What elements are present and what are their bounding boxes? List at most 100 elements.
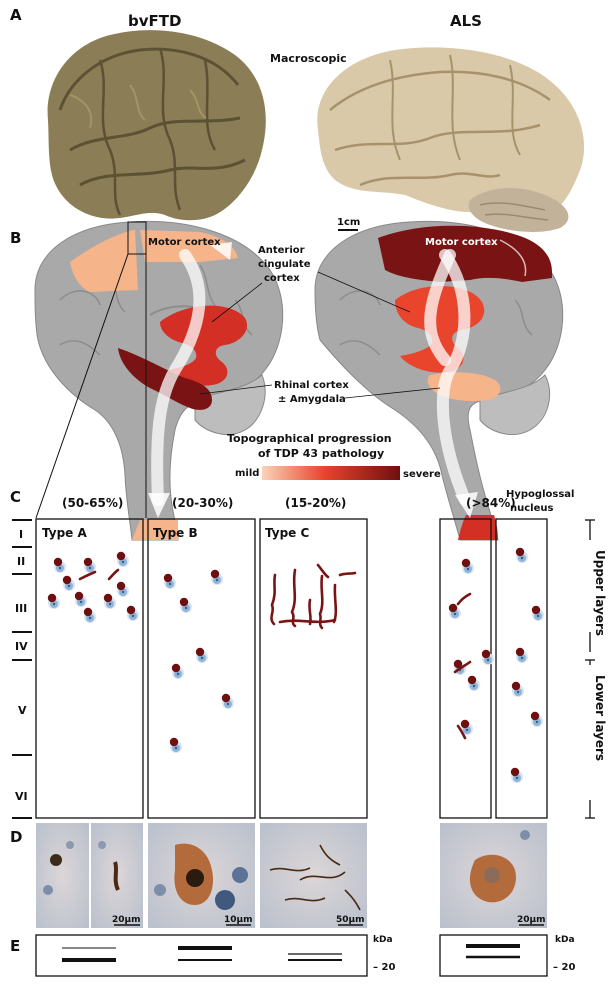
hypoglossal-label-1: Hypoglossal <box>506 489 574 500</box>
neuron-cell <box>195 647 208 663</box>
micrograph-type-a-2 <box>91 823 143 928</box>
motor-cortex-left-label: Motor cortex <box>148 237 221 248</box>
acc-label-3: cortex <box>264 273 300 284</box>
column-type-c <box>259 518 368 819</box>
pct-als: (>84%) <box>466 496 516 510</box>
layer-iv: IV <box>15 640 28 653</box>
layer-iii: III <box>15 602 27 615</box>
legend-title-2: of TDP 43 pathology <box>258 447 384 460</box>
kda-marker-2: – 20 <box>553 962 575 973</box>
lower-layers-label: Lower layers <box>593 675 607 761</box>
neuron-cell <box>169 737 182 753</box>
neurite-c8 <box>316 563 330 579</box>
neurite-c7 <box>338 571 357 577</box>
neurite-c3 <box>278 618 337 624</box>
layer-v: V <box>18 704 27 717</box>
neuron-cell <box>53 557 66 573</box>
title-bvftd: bvFTD <box>128 12 181 30</box>
kda-label-2: kDa <box>555 935 575 945</box>
acc-label-1: Anterior <box>258 245 305 256</box>
motor-cortex-right-label: Motor cortex <box>425 237 498 248</box>
pct-type-a: (50-65%) <box>62 496 123 510</box>
western-blot-box-als <box>439 934 548 977</box>
title-als: ALS <box>450 12 482 30</box>
panel-label-d: D <box>10 828 22 846</box>
neuron-cell <box>515 547 528 563</box>
neuron-cell <box>210 569 223 585</box>
neuron-cell <box>448 603 461 619</box>
neuron-cell <box>221 693 234 709</box>
right-arrow-head <box>455 492 478 518</box>
scale-d-2: 10µm <box>224 915 253 925</box>
neurite-c6 <box>332 583 338 624</box>
neuron-cell <box>47 593 60 609</box>
legend-severe: severe <box>403 469 441 480</box>
micrograph-als <box>440 823 547 928</box>
neuron-cell <box>460 719 473 735</box>
severity-gradient-bar <box>262 466 400 480</box>
layer-axis <box>12 519 32 819</box>
rhinal-label-1: Rhinal cortex <box>274 380 349 391</box>
type-c-label: Type C <box>265 526 309 540</box>
neuron-cell <box>116 581 129 597</box>
neuron-cell <box>461 558 474 574</box>
zoom-line-left <box>35 253 129 519</box>
right-progression-arrow-2 <box>424 249 456 366</box>
scale-bar-label: 1cm <box>337 217 360 228</box>
right-progression-arrow <box>436 249 471 506</box>
micrograph-type-a-1 <box>36 823 89 928</box>
acc-leader-line-right <box>317 271 411 313</box>
left-arrow-head-top <box>210 242 232 260</box>
left-arrow-head <box>148 493 170 518</box>
neuron-cell <box>515 647 528 663</box>
column-als-2 <box>495 518 548 819</box>
bvftd-brain-photo <box>47 30 266 221</box>
neuron-cell <box>179 597 192 613</box>
hypoglossal-label-2: nucleus <box>510 503 553 514</box>
neuron-cell <box>83 607 96 623</box>
acc-label-2: cingulate <box>258 259 311 270</box>
kda-marker: – 20 <box>373 962 395 973</box>
right-motor-white-line <box>499 239 527 277</box>
scale-d-3: 50µm <box>336 915 365 925</box>
panel-label-e: E <box>10 937 20 955</box>
neuron-cell <box>74 591 87 607</box>
pct-type-b: (20-30%) <box>172 496 233 510</box>
neuron-cell <box>103 593 116 609</box>
neuron-cell <box>510 767 523 783</box>
neuron-cell <box>531 605 544 621</box>
neuron-cell <box>511 681 524 697</box>
left-progression-arrow <box>151 249 206 506</box>
left-motor-cortex-region-2 <box>140 230 238 262</box>
upper-layers-label: Upper layers <box>593 550 607 636</box>
pct-type-c: (15-20%) <box>285 496 346 510</box>
panel-label-c: C <box>10 488 21 506</box>
type-b-label: Type B <box>153 526 198 540</box>
neurite-als1 <box>456 592 472 606</box>
neurite-a1 <box>78 570 97 581</box>
column-type-a <box>35 518 144 819</box>
neurite-c2 <box>290 568 297 628</box>
micrograph-type-c <box>260 823 367 928</box>
neurite-c1 <box>270 573 277 626</box>
left-motor-cortex-region <box>70 230 138 292</box>
layer-i: I <box>19 528 23 541</box>
als-brain-photo <box>317 47 585 232</box>
neurites <box>78 563 472 740</box>
acc-leader-line-left <box>211 282 263 323</box>
neuron-cell <box>171 663 184 679</box>
neuron-cell <box>467 675 480 691</box>
macroscopic-label: Macroscopic <box>270 52 347 65</box>
neurite-als2 <box>453 660 472 674</box>
zoom-box <box>127 221 147 255</box>
rhinal-leader-line-left <box>199 384 273 395</box>
neuron-cell <box>126 605 139 621</box>
neuron-cell <box>62 575 75 591</box>
panel-label-b: B <box>10 229 21 247</box>
neurite-c4 <box>308 598 312 626</box>
legend-mild: mild <box>235 468 259 479</box>
layer-brackets <box>585 519 595 819</box>
panel-label-a: A <box>10 6 22 24</box>
neuron-cell <box>481 649 494 665</box>
